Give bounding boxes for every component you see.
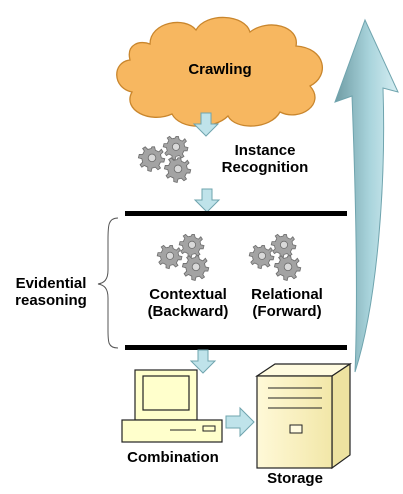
- contextual-line1: Contextual: [149, 286, 227, 303]
- cloud-shape: [116, 16, 323, 127]
- down-arrow-icon: [193, 188, 221, 213]
- gear-icon: [163, 157, 192, 183]
- evidential-reasoning-label: Evidential reasoning: [5, 275, 97, 310]
- curved-return-arrow-icon: [334, 18, 399, 373]
- gear-icon: [178, 233, 205, 259]
- lower-divider-bar: [125, 345, 347, 350]
- down-arrow-icon: [192, 112, 220, 137]
- gear-icon: [270, 233, 297, 259]
- evidential-reasoning-line2: reasoning: [15, 291, 87, 309]
- down-arrow-icon: [189, 349, 217, 374]
- storage-label: Storage: [267, 470, 323, 487]
- server-tower-icon: [255, 362, 352, 470]
- combination-label: Combination: [127, 449, 219, 466]
- right-arrow-icon: [225, 406, 255, 438]
- upper-divider-bar: [125, 211, 347, 216]
- gear-icon: [156, 244, 183, 270]
- brace: [97, 217, 119, 349]
- instance-recognition-line1: Instance: [234, 142, 296, 159]
- computer-icon: [121, 369, 223, 443]
- gear-icon: [137, 146, 166, 172]
- contextual-line2: (Backward): [147, 302, 229, 320]
- gear-icon: [273, 255, 302, 281]
- contextual-label: Contextual (Backward): [138, 286, 238, 321]
- crawling-label: Crawling: [188, 61, 252, 78]
- relational-label: Relational (Forward): [237, 286, 337, 321]
- relational-line2: (Forward): [252, 302, 322, 320]
- relational-line1: Relational: [251, 286, 323, 303]
- instance-recognition-label: Instance Recognition: [205, 142, 325, 177]
- gear-icon: [248, 244, 275, 270]
- gear-icon: [181, 255, 210, 281]
- evidential-reasoning-line1: Evidential: [15, 275, 87, 292]
- gear-icon: [162, 135, 189, 161]
- instance-recognition-line2: Recognition: [221, 158, 309, 176]
